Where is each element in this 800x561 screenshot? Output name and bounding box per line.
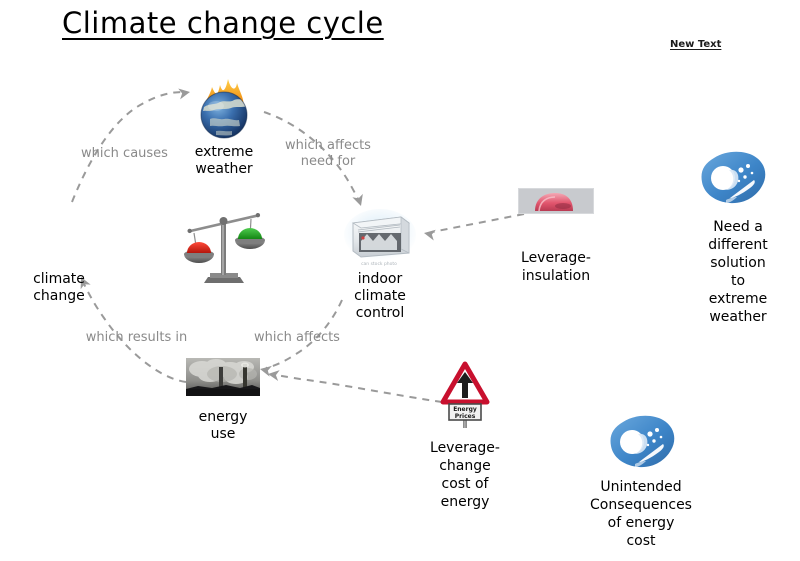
note-label-unintended-consequences: Unintended Consequences of energy cost xyxy=(590,479,692,549)
page-title: Climate change cycle xyxy=(62,6,384,40)
svg-text:can stock photo: can stock photo xyxy=(361,261,397,267)
edge-label-which-affects-need-for: which affects need for xyxy=(285,138,371,169)
smokestacks-photo[interactable] xyxy=(186,358,260,396)
burning-globe-icon[interactable] xyxy=(190,75,258,143)
note-label-need-different-solution: Need a different solution to extreme wea… xyxy=(708,219,768,325)
edge-label-which-results-in: which results in xyxy=(85,330,188,345)
balance-scale-icon[interactable] xyxy=(182,207,268,289)
node-label-extreme-weather: extreme weather xyxy=(194,144,254,177)
node-label-energy-use: energy use xyxy=(198,409,248,442)
energy-prices-warning-sign-icon[interactable]: Energy Prices xyxy=(439,361,491,428)
blue-splash-idea-icon[interactable] xyxy=(605,412,679,474)
edge-insulation-to-indoor-climate-control xyxy=(422,213,525,241)
blue-splash-idea-icon[interactable] xyxy=(696,148,770,210)
node-label-climate-change: climate change xyxy=(33,271,85,304)
node-label-indoor-climate-control: indoor climate control xyxy=(354,271,406,321)
svg-text:Energy: Energy xyxy=(453,406,477,413)
insulation-roll-icon[interactable] xyxy=(518,188,594,214)
edge-label-which-affects: which affects xyxy=(254,330,340,345)
edge-label-which-causes: which causes xyxy=(81,146,168,161)
edge-energy-cost-to-energy-use xyxy=(267,368,443,403)
leverage-label-insulation: Leverage- insulation xyxy=(521,250,591,284)
new-text-label: New Text xyxy=(670,39,722,50)
air-conditioner-icon[interactable]: can stock photo xyxy=(343,207,417,269)
leverage-label-change-cost-of-energy: Leverage- change cost of energy xyxy=(430,440,500,510)
svg-text:Prices: Prices xyxy=(455,413,476,420)
